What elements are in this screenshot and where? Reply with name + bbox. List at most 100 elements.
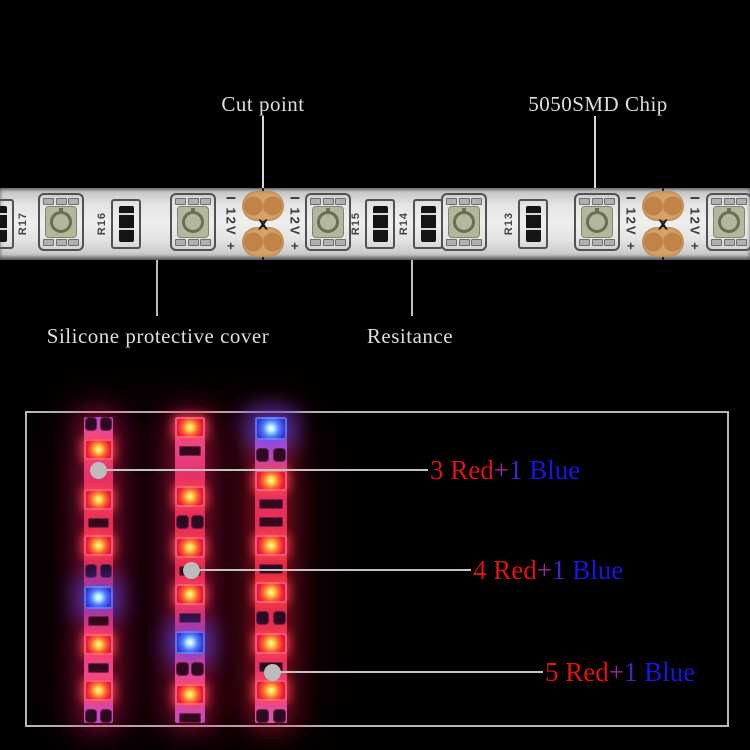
chip-pins xyxy=(443,198,485,205)
resistor-label: R17 xyxy=(17,212,29,236)
strip-red-led xyxy=(84,535,113,557)
led-die xyxy=(177,206,209,238)
strip-red-led xyxy=(175,537,205,558)
strip-red-led xyxy=(84,488,113,510)
strip-pads xyxy=(84,708,113,723)
resistance-label: Resitance xyxy=(366,324,454,348)
chip-pin xyxy=(446,239,457,246)
strip-resistor xyxy=(259,517,283,527)
strip-pad xyxy=(99,563,113,578)
resistor-body xyxy=(372,206,388,242)
chip-pin xyxy=(187,239,199,246)
solder-pad xyxy=(242,191,284,221)
strip-blue-led xyxy=(255,417,287,440)
strip-pads xyxy=(255,611,287,625)
callout-line xyxy=(191,569,471,571)
strip-red-led xyxy=(84,680,113,702)
smd-chip-label: 5050SMD Chip xyxy=(528,92,668,116)
resistor-body xyxy=(118,206,134,242)
callout-line xyxy=(98,469,428,471)
chip-pins xyxy=(40,239,82,246)
strip-resistor xyxy=(179,713,201,723)
cut-mark: X xyxy=(657,216,669,234)
led-chip xyxy=(574,193,620,251)
chip-pin xyxy=(591,198,603,205)
chip-pins xyxy=(443,239,485,246)
resistor: R15 xyxy=(350,199,395,249)
led-chip xyxy=(305,193,351,251)
strip-pads xyxy=(84,417,113,431)
resistor-body xyxy=(0,206,7,242)
chip-pin xyxy=(604,239,615,246)
strip-pad xyxy=(272,709,287,723)
strip-red-led xyxy=(175,584,205,605)
cut-dashed-line xyxy=(662,188,664,260)
chip-pins xyxy=(307,239,349,246)
chip-pin xyxy=(723,239,735,246)
chip-pin xyxy=(458,198,470,205)
strip-pad xyxy=(191,515,205,529)
strip-red-led xyxy=(255,680,287,701)
chip-pins xyxy=(576,198,618,205)
callout-label-part: 3 Red xyxy=(430,455,494,485)
silicone-pointer-line xyxy=(156,254,158,316)
chip-pin xyxy=(723,198,735,205)
strip-resistor xyxy=(179,613,201,623)
chip-pin xyxy=(591,239,603,246)
resistor-box xyxy=(413,199,443,249)
resistor-body xyxy=(420,206,436,242)
resistor: R16 xyxy=(96,199,141,249)
strip-pad xyxy=(191,662,205,676)
chip-pin xyxy=(322,198,334,205)
led-die xyxy=(581,206,613,238)
cut-dashed-line xyxy=(262,188,264,260)
strip-resistor xyxy=(88,616,109,627)
callout-label: 4 Red+1 Blue xyxy=(473,554,623,586)
strip-pad xyxy=(255,611,270,625)
strip-red-led xyxy=(84,438,113,460)
resistor-body xyxy=(525,206,541,242)
strip-blue-led xyxy=(84,585,113,609)
strip-pad xyxy=(99,417,113,431)
resistor: R17 xyxy=(0,199,29,249)
led-die xyxy=(713,206,745,238)
voltage-print: I 12V + xyxy=(287,196,303,252)
resistor-box xyxy=(518,199,548,249)
callout-label-part: Blue xyxy=(572,555,624,585)
strip-resistor xyxy=(88,517,109,528)
led-die xyxy=(448,206,480,238)
callout-dot xyxy=(264,664,281,681)
strip-red-led xyxy=(255,535,287,556)
callout-label-part: 1 xyxy=(623,657,645,687)
chip-pin xyxy=(458,239,470,246)
led-chip xyxy=(38,193,84,251)
callout-dot xyxy=(183,562,200,579)
strip-pad xyxy=(272,611,287,625)
strip-resistor xyxy=(179,446,201,456)
chip-pin xyxy=(322,239,334,246)
resistor: R13 xyxy=(503,199,548,249)
cut-mark: X xyxy=(257,216,269,234)
chip-pin xyxy=(446,198,457,205)
resistor-box xyxy=(365,199,395,249)
chip-pin xyxy=(579,198,590,205)
strip-pad xyxy=(255,709,270,723)
cut-point-pointer-line xyxy=(262,116,264,196)
strip-red-led xyxy=(175,684,205,705)
strip-red-led xyxy=(175,486,205,507)
smd-chip-pointer-line xyxy=(594,116,596,216)
cut-point-group: I 12V +I 12V +X xyxy=(624,188,703,260)
chip-pin xyxy=(55,239,67,246)
strip-pad xyxy=(84,708,98,723)
chip-pin xyxy=(471,239,482,246)
cut-point-group: I 12V +I 12V +X xyxy=(224,188,303,260)
resistor-label: R15 xyxy=(350,212,362,236)
chip-pin xyxy=(310,239,321,246)
callout-label-part: + xyxy=(536,555,552,585)
strip-pad xyxy=(84,563,98,578)
strip-red-led xyxy=(84,633,113,655)
resistor-box xyxy=(111,199,141,249)
resistance-pointer-line xyxy=(411,228,413,316)
solder-pad xyxy=(242,227,284,257)
strip-gap xyxy=(175,464,205,478)
